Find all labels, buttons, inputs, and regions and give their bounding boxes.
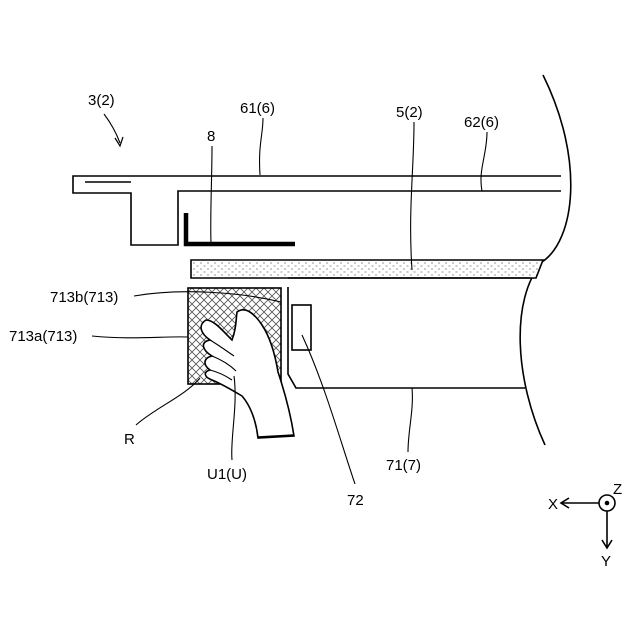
- assembly-arrow-curve: [104, 114, 120, 143]
- label-62: 62(6): [464, 114, 499, 131]
- label-5: 5(2): [396, 104, 423, 121]
- axis-label-x: X: [548, 496, 558, 513]
- label-72: 72: [347, 492, 364, 509]
- leader-61: [260, 118, 263, 175]
- label-71: 71(7): [386, 457, 421, 474]
- housing-71-outline: [288, 287, 525, 388]
- housing-61-outline: [73, 176, 561, 245]
- leader-8: [211, 146, 212, 243]
- leader-71: [408, 388, 412, 452]
- leader-5: [411, 122, 414, 270]
- label-assembly: 3(2): [88, 92, 115, 109]
- leader-62: [481, 132, 487, 191]
- leader-713a: [92, 336, 188, 338]
- label-R: R: [124, 431, 135, 448]
- axis-label-z: Z: [613, 481, 622, 498]
- label-61: 61(6): [240, 100, 275, 117]
- part-72: [292, 305, 311, 350]
- bracket-8: [186, 213, 295, 244]
- z-axis-dot: [605, 501, 610, 506]
- label-713b: 713b(713): [50, 289, 118, 306]
- leader-72: [302, 335, 355, 484]
- leader-R: [136, 378, 200, 425]
- label-713a: 713a(713): [9, 328, 77, 345]
- label-8: 8: [207, 128, 215, 145]
- plate-5: [191, 260, 543, 278]
- label-U1: U1(U): [207, 466, 247, 483]
- axis-label-y: Y: [601, 553, 611, 570]
